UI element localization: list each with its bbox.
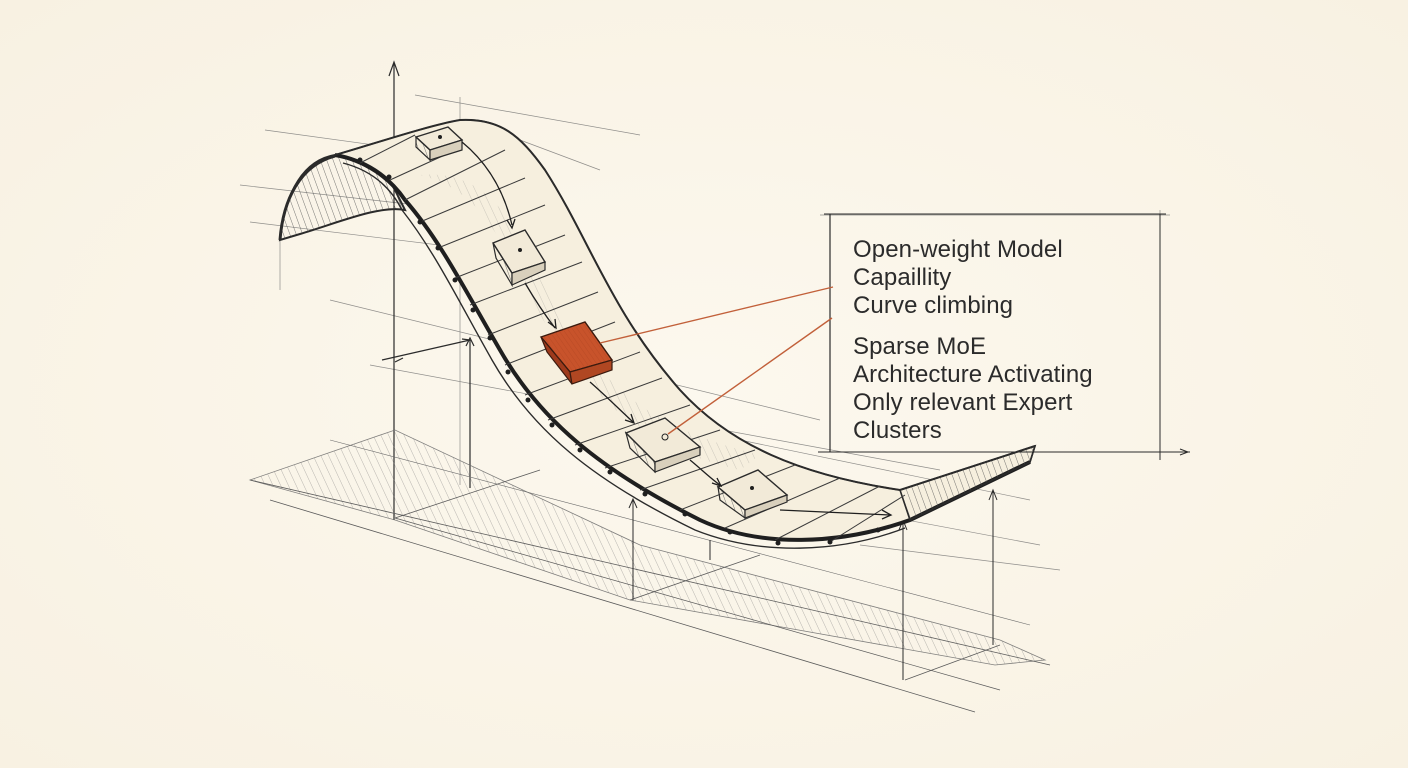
annotation-line: Open-weight Model: [853, 236, 1063, 263]
annotation-line: Capaillity: [853, 264, 952, 291]
expert-block-active: [539, 321, 614, 385]
flow-arrows: [461, 141, 893, 520]
expert-block-4: [624, 417, 702, 474]
ground-shadow: [248, 429, 1051, 713]
support-lines: [628, 488, 998, 680]
annotation-line: Clusters: [853, 417, 942, 444]
expert-block-2: [491, 229, 547, 288]
annotation-frame: [818, 213, 1190, 460]
annotation-line: Only relevant Expert: [853, 389, 1073, 416]
rivet-dots: [357, 157, 881, 546]
expert-block-5: [716, 469, 789, 520]
annotation-line: Sparse MoE: [853, 333, 987, 360]
expert-block-1: [414, 126, 464, 162]
annotation-label-moe: Sparse MoE Architecture Activating Only …: [853, 333, 1093, 445]
annotation-line: Curve climbing: [853, 292, 1014, 319]
annotation-label-capability: Open-weight Model Capaillity Curve climb…: [853, 236, 1063, 320]
annotation-line: Architecture Activating: [853, 361, 1093, 388]
leader-lines: [599, 286, 834, 435]
